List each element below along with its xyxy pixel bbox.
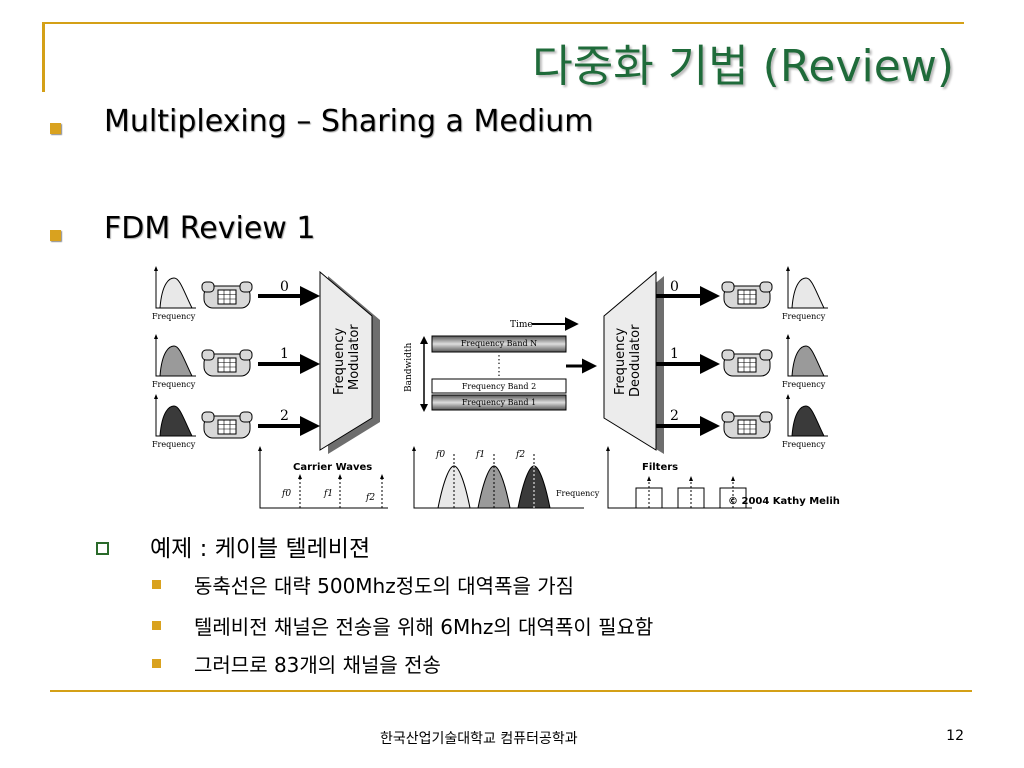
carrier-waves-label: Carrier Waves <box>293 462 372 473</box>
time-label: Time <box>510 320 533 330</box>
frequency-bands: Frequency Band N ⋮ ⋮ Frequency Band 2 Fr… <box>431 335 567 411</box>
carrier-waves-panel: Carrier Waves f0 f1 f2 <box>258 446 388 509</box>
carrier-f2: f2 <box>365 493 375 503</box>
output-spectrum-1: Frequency <box>782 334 828 389</box>
freq-label: Frequency <box>782 380 826 389</box>
bandwidth-label: Bandwidth <box>404 343 414 392</box>
channel-number: 1 <box>670 346 679 362</box>
sub-sub-bullet-marker <box>152 621 161 630</box>
output-spectrum-0: Frequency <box>782 266 828 321</box>
filters-panel: Filters © 2004 Kathy Melih <box>606 446 840 509</box>
page-number: 12 <box>946 728 964 744</box>
freq-label: Frequency <box>782 312 826 321</box>
carrier-f0: f0 <box>281 489 291 499</box>
modulator-label: Modulator <box>347 324 362 390</box>
output-spectrum-2: Frequency <box>782 394 828 449</box>
telephone-icon <box>201 411 253 439</box>
filters-label: Filters <box>642 462 678 473</box>
spectrum-f2: f2 <box>515 450 525 460</box>
freq-label: Frequency <box>152 440 196 449</box>
slide-title: 다중화 기법 (Review) <box>532 41 954 92</box>
sub-sub-bullet-2: 텔레비전 채널은 전송을 위해 6Mhz의 대역폭이 필요함 <box>194 615 654 639</box>
sub-sub-bullet-marker <box>152 659 161 668</box>
channel-number: 0 <box>280 279 289 295</box>
channel-number: 2 <box>280 408 289 424</box>
sub-sub-bullet-marker <box>152 580 161 589</box>
sub-sub-bullet-3: 그러므로 83개의 채널을 전송 <box>194 653 441 677</box>
bullet-multiplexing: Multiplexing – Sharing a Medium <box>104 104 594 139</box>
frame-left-accent <box>42 22 45 92</box>
band-ellipsis: ⋮ <box>494 365 505 378</box>
sub-bullet-example: 예제 : 케이블 텔레비젼 <box>150 536 371 562</box>
bullet-marker <box>50 230 61 241</box>
input-spectrum-0: Frequency <box>152 266 196 321</box>
band-ellipsis: ⋮ <box>494 353 505 366</box>
demodulator-label: Deodulator <box>628 324 643 397</box>
input-spectrum-1: Frequency <box>152 334 196 389</box>
freq-label: Frequency <box>152 312 196 321</box>
spectrum-freq-label: Frequency <box>556 489 600 498</box>
spectrum-f1: f1 <box>475 450 485 460</box>
telephone-icon <box>721 411 773 439</box>
carrier-f1: f1 <box>323 489 333 499</box>
spectrum-f0: f0 <box>435 450 445 460</box>
input-spectrum-2: Frequency <box>152 394 196 449</box>
telephone-icon <box>201 281 253 309</box>
channel-number: 2 <box>670 408 679 424</box>
freq-label: Frequency <box>782 440 826 449</box>
demodulator-label: Frequency <box>613 328 628 395</box>
bullet-marker <box>50 123 61 134</box>
footer-institution: 한국산업기술대학교 컴퓨터공학과 <box>380 731 578 747</box>
copyright-text: © 2004 Kathy Melih <box>728 496 840 507</box>
band-n-label: Frequency Band N <box>461 339 537 348</box>
bullet-fdm-review: FDM Review 1 <box>104 211 316 246</box>
channel-number: 0 <box>670 279 679 295</box>
frequency-modulator: Frequency Modulator <box>319 270 380 454</box>
telephone-icon <box>201 349 253 377</box>
sub-sub-bullet-1: 동축선은 대략 500Mhz정도의 대역폭을 가짐 <box>194 574 575 598</box>
footer-divider <box>50 690 972 692</box>
modulator-label: Frequency <box>332 328 347 395</box>
fdm-diagram: Frequency Frequency Frequency 0 1 <box>152 266 840 509</box>
channel-number: 1 <box>280 346 289 362</box>
frame-top-accent <box>42 22 964 24</box>
sub-bullet-marker <box>96 542 109 555</box>
freq-label: Frequency <box>152 380 196 389</box>
telephone-icon <box>721 281 773 309</box>
telephone-icon <box>721 349 773 377</box>
band-1-label: Frequency Band 1 <box>462 398 536 407</box>
multiplexed-spectrum-panel: f0 f1 f2 Frequency <box>412 446 600 509</box>
frequency-demodulator: Frequency Deodulator <box>603 270 664 454</box>
band-2-label: Frequency Band 2 <box>462 382 536 391</box>
